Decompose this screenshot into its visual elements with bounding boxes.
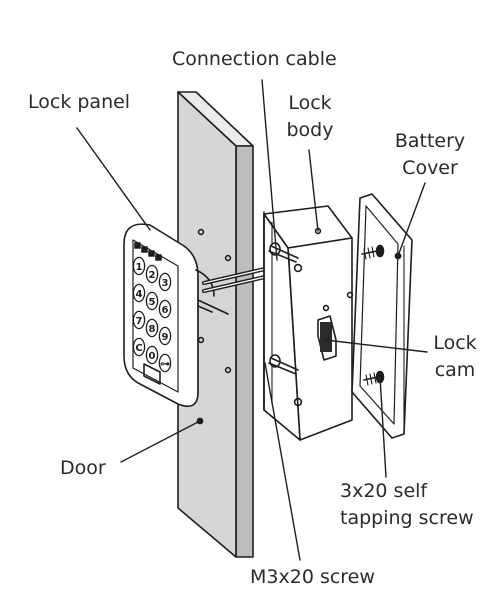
- m3x20-screw-label: M3x20 screw: [250, 566, 375, 588]
- keypad-key: [145, 264, 159, 284]
- self-tapping-label-line1: 3x20 self: [340, 480, 428, 502]
- connection-cable-label: Connection cable: [172, 48, 337, 70]
- keypad-key: [145, 291, 159, 311]
- lock-panel-label: Lock panel: [28, 91, 131, 113]
- lock-body: [263, 205, 354, 441]
- keypad-key: [132, 283, 146, 303]
- keypad-key-label: C: [135, 343, 142, 354]
- keypad-key: [145, 345, 159, 365]
- keypad-key-label: 9: [162, 332, 169, 343]
- battery-cover-label-line1: Battery: [394, 130, 466, 152]
- keypad-key-label: 5: [149, 297, 156, 308]
- door-slab: [177, 91, 254, 558]
- keypad-key: [132, 256, 146, 276]
- lock-body-label-line1: Lock: [288, 92, 332, 114]
- keypad-key: [145, 318, 159, 338]
- keypad-key-label: 7: [136, 316, 143, 327]
- keypad-key: [158, 353, 172, 373]
- keypad-key: [132, 337, 146, 357]
- keypad-key: [132, 310, 146, 330]
- keypad-key-label: 3: [162, 278, 169, 289]
- self-tapping-label-line2: tapping screw: [340, 507, 474, 529]
- keypad-key-label: 2: [149, 270, 156, 281]
- battery-cover-label-line2: Cover: [402, 157, 458, 179]
- keypad-key: [158, 272, 172, 292]
- keypad-key-label: 6: [162, 305, 169, 316]
- door-label: Door: [60, 457, 106, 479]
- lock-cam-label-line2: cam: [434, 359, 476, 381]
- keypad-key-label: 0: [149, 351, 156, 362]
- battery-cover: [351, 193, 413, 439]
- keypad-key-label: ⊶: [160, 359, 170, 370]
- keypad-key: [158, 299, 172, 319]
- keypad-key-label: 1: [136, 262, 143, 273]
- lock-body-label-line2: body: [286, 119, 334, 141]
- leader-lines: [76, 79, 428, 561]
- lock-cam-label-line1: Lock: [433, 332, 477, 354]
- keypad-key-label: 4: [136, 289, 143, 300]
- keypad-key: [158, 326, 172, 346]
- keypad-key-label: 8: [149, 324, 156, 335]
- self-tapping-screws: [361, 244, 385, 386]
